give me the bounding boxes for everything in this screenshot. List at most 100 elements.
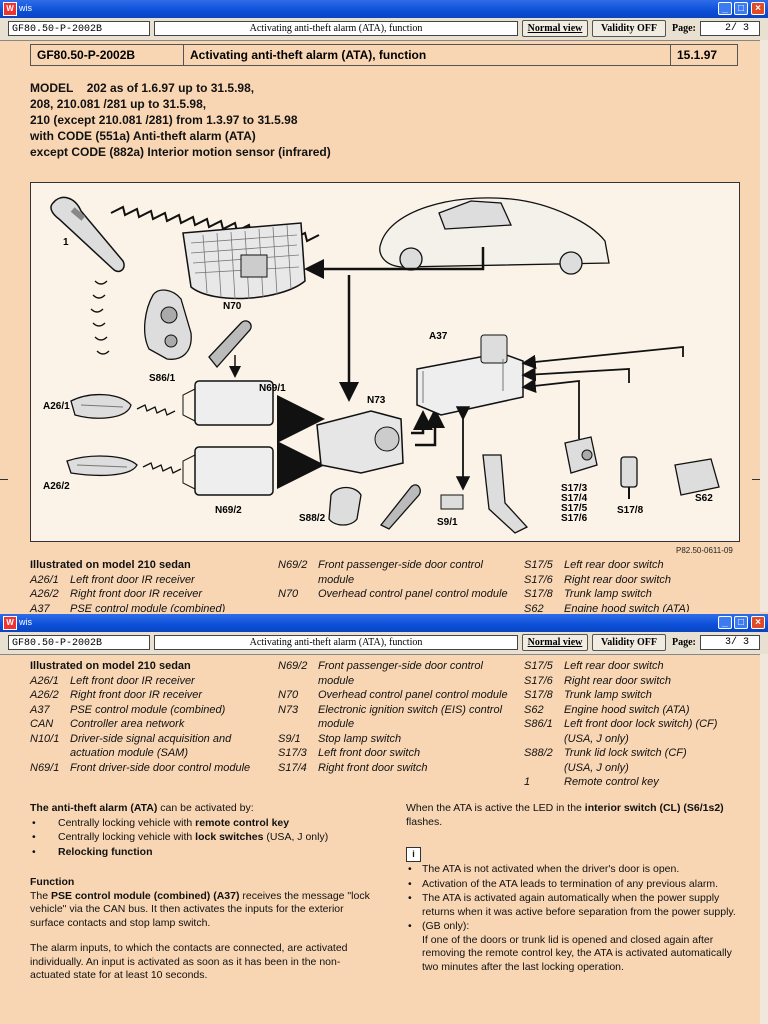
title-bar[interactable]: W wis _ □ × bbox=[0, 0, 768, 18]
legend-heading: Illustrated on model 210 sedan bbox=[30, 559, 191, 571]
maximize-button[interactable]: □ bbox=[734, 2, 748, 15]
app-title: wis bbox=[19, 617, 32, 627]
legend-key: N69/2 bbox=[278, 660, 308, 672]
label-n69-1: N69/1 bbox=[259, 383, 286, 394]
p-text: flashes. bbox=[406, 815, 443, 828]
door-handle-right-icon bbox=[66, 455, 138, 477]
legend-value: Left front door lock switch) (CF) bbox=[564, 718, 718, 730]
header-date: 15.1.97 bbox=[670, 44, 738, 66]
document-title-field: Activating anti-theft alarm (ATA), funct… bbox=[154, 635, 518, 650]
margin-mark-left bbox=[0, 479, 8, 480]
legend-key: S17/4 bbox=[278, 761, 307, 774]
document-toolbar: GF80.50-P-2002B Activating anti-theft al… bbox=[0, 632, 768, 655]
p-text: receives the message "lock vehicle" via … bbox=[30, 889, 370, 929]
label-s17-6: S17/6 bbox=[561, 513, 588, 524]
legend-value: Stop lamp switch bbox=[318, 732, 402, 745]
note-text: (GB only): bbox=[422, 920, 470, 932]
door-control-module-1-icon bbox=[182, 380, 274, 426]
led-paragraph: When the ATA is active the LED in the in… bbox=[406, 802, 746, 829]
close-button[interactable]: × bbox=[751, 2, 765, 15]
validity-off-button[interactable]: Validity OFF bbox=[592, 20, 666, 37]
vertical-scrollbar[interactable] bbox=[760, 40, 768, 612]
document-id-field[interactable]: GF80.50-P-2002B bbox=[8, 21, 150, 36]
legend-key bbox=[524, 761, 564, 776]
normal-view-button[interactable]: Normal view bbox=[522, 20, 588, 37]
document-window-page-2: W wis _ □ × GF80.50-P-2002B Activating a… bbox=[0, 0, 768, 612]
legend-value: Left rear door switch bbox=[564, 559, 664, 571]
label-n69-2: N69/2 bbox=[215, 505, 242, 516]
legend-key: CAN bbox=[30, 718, 54, 730]
document-window-page-3: W wis _ □ × GF80.50-P-2002B Activating a… bbox=[0, 614, 768, 1024]
key-icon-2 bbox=[379, 484, 421, 530]
diagram-svg: 1 N70 bbox=[43, 196, 720, 534]
legend-value: Driver-side signal acquisition and actua… bbox=[70, 732, 232, 760]
normal-view-button[interactable]: Normal view bbox=[522, 634, 588, 651]
label-1: 1 bbox=[63, 237, 69, 248]
legend-key: S88/2 bbox=[524, 747, 553, 759]
figure-reference: P82.50-0611-09 bbox=[676, 546, 733, 555]
legend-value: Left front door IR receiver bbox=[70, 674, 195, 687]
legend-value: PSE control module (combined) bbox=[70, 602, 226, 613]
model-line-3: 210 (except 210.081 /281) from 1.3.97 to… bbox=[30, 113, 298, 127]
bullet-text: Centrally locking vehicle with bbox=[58, 831, 196, 843]
header-id: GF80.50-P-2002B bbox=[30, 44, 184, 66]
legend-key: S17/5 bbox=[524, 559, 553, 571]
legend-value: Trunk lamp switch bbox=[564, 588, 652, 600]
legend-key bbox=[524, 732, 564, 747]
legend-value: Electronic ignition switch (EIS) control… bbox=[318, 703, 503, 731]
ata-system-diagram: 1 N70 bbox=[30, 182, 740, 542]
function-heading: Function bbox=[30, 876, 75, 888]
hood-switch-icon bbox=[674, 458, 720, 496]
model-block: MODEL 202 as of 1.6.97 up to 31.5.98, 20… bbox=[30, 80, 331, 160]
legend-key: A26/2 bbox=[30, 588, 59, 600]
note-text: Activation of the ATA leads to terminati… bbox=[422, 877, 719, 890]
legend-key: N73 bbox=[278, 703, 299, 716]
list-item: •The ATA is not activated when the drive… bbox=[408, 863, 680, 875]
label-a26-2: A26/2 bbox=[43, 481, 70, 492]
label-s88-2: S88/2 bbox=[299, 513, 326, 524]
legend-key: A37 bbox=[30, 602, 50, 613]
legend-key: A37 bbox=[30, 703, 50, 716]
legend-value: Left front door switch bbox=[318, 747, 421, 759]
title-bar[interactable]: W wis _ □ × bbox=[0, 614, 768, 632]
page-number-field[interactable]: 2/ 3 bbox=[700, 21, 760, 36]
label-s62: S62 bbox=[695, 493, 713, 504]
door-lock-switch-icon bbox=[143, 289, 192, 360]
body-left-column: The anti-theft alarm (ATA) can be activa… bbox=[30, 802, 370, 983]
app-icon: W bbox=[3, 616, 17, 630]
overhead-panel-icon bbox=[182, 222, 306, 300]
legend-key: S62 bbox=[524, 602, 544, 613]
key-icon bbox=[208, 320, 252, 369]
legend-value: Right front door IR receiver bbox=[70, 689, 203, 701]
page-label: Page: bbox=[672, 23, 696, 34]
validity-off-button[interactable]: Validity OFF bbox=[592, 634, 666, 651]
legend-key: S62 bbox=[524, 703, 544, 716]
close-button[interactable]: × bbox=[751, 616, 765, 629]
label-n73: N73 bbox=[367, 395, 386, 406]
legend-value: Left rear door switch bbox=[564, 660, 664, 672]
vertical-scrollbar[interactable] bbox=[760, 654, 768, 1024]
label-n70: N70 bbox=[223, 301, 242, 312]
label-a37: A37 bbox=[429, 331, 448, 342]
legend-value: Trunk lamp switch bbox=[564, 689, 652, 701]
minimize-button[interactable]: _ bbox=[718, 616, 732, 629]
page-number-field[interactable]: 3/ 3 bbox=[700, 635, 760, 650]
label-s17-8: S17/8 bbox=[617, 505, 644, 516]
maximize-button[interactable]: □ bbox=[734, 616, 748, 629]
legend-value: Right front door switch bbox=[318, 761, 428, 774]
p-bold: interior switch (CL) (S6/1s2) bbox=[584, 802, 724, 814]
legend-key: N10/1 bbox=[30, 732, 60, 745]
bullet-bold: lock switches bbox=[195, 831, 264, 843]
legend-key: A26/1 bbox=[30, 573, 59, 586]
intro-paragraph: The anti-theft alarm (ATA) can be activa… bbox=[30, 802, 370, 816]
minimize-button[interactable]: _ bbox=[718, 2, 732, 15]
document-toolbar: GF80.50-P-2002B Activating anti-theft al… bbox=[0, 18, 768, 41]
document-id-field[interactable]: GF80.50-P-2002B bbox=[8, 635, 150, 650]
body-right-column: When the ATA is active the LED in the in… bbox=[406, 802, 746, 975]
list-item: •Centrally locking vehicle with remote c… bbox=[32, 816, 290, 829]
door-switch-group-icon bbox=[564, 436, 598, 474]
note-text: If one of the doors or trunk lid is open… bbox=[422, 933, 732, 973]
